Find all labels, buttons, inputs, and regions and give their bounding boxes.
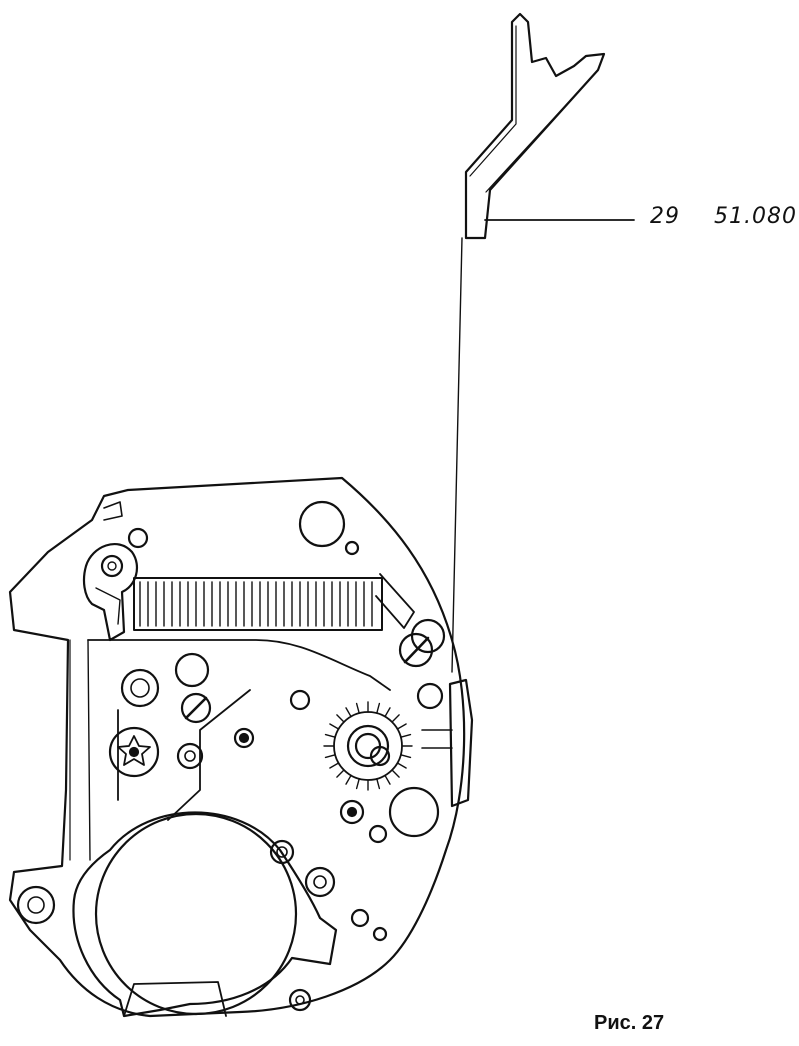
spring-comb [133, 577, 383, 631]
screws [180, 632, 434, 724]
callout-position-number: 29 [650, 204, 680, 229]
star-wheel [108, 726, 160, 778]
figure-caption: Рис. 27 [594, 1012, 665, 1034]
comb-bracket [375, 573, 415, 629]
callout-part-number: 51.080 [714, 204, 797, 229]
hook-mechanism [82, 527, 149, 642]
plate-contours [87, 639, 391, 821]
lever-part [464, 12, 606, 240]
assembly-guide-line [451, 237, 463, 673]
jewel-holes [16, 500, 446, 1012]
movement-plate [8, 476, 466, 1018]
barrel-ring [72, 811, 338, 1018]
gear-wheel [323, 701, 413, 791]
lever-bracket [421, 678, 474, 808]
